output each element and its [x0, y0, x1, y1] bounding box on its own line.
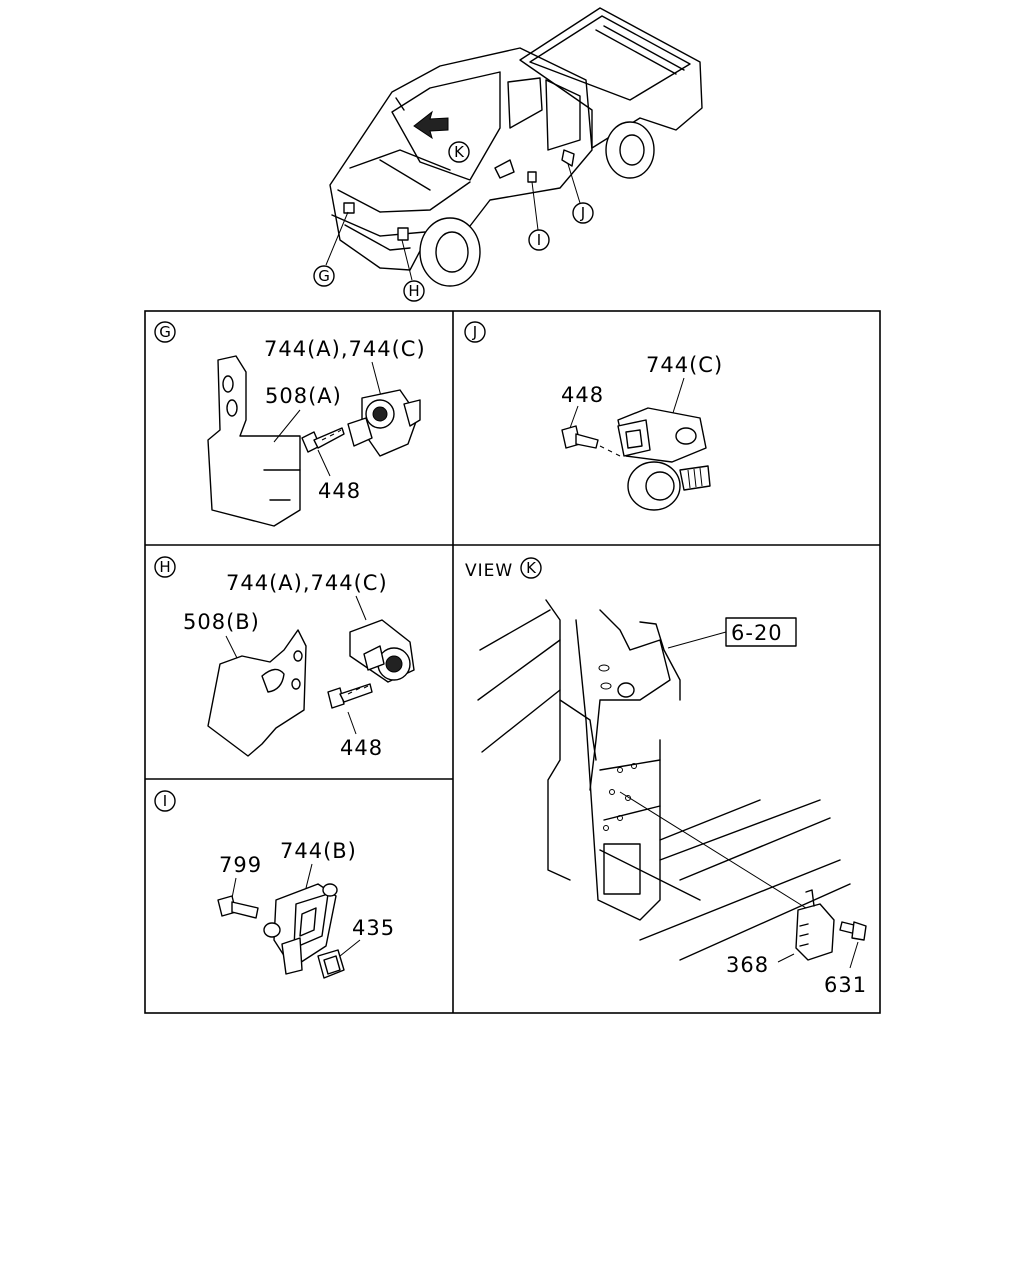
truck-overview: K G H I J [313, 7, 703, 302]
panel-k-tag: K [526, 559, 537, 577]
panel-g: G 744(A),744(C) 508(A) 448 [154, 321, 426, 527]
panel-g-label-bolt: 448 [318, 479, 361, 503]
panel-g-label-bracket: 508(A) [265, 384, 342, 408]
callout-h: H [408, 282, 419, 300]
panel-h-label-sensor: 744(A),744(C) [226, 571, 388, 595]
panel-h-tag: H [159, 558, 170, 576]
callout-i: I [537, 231, 541, 249]
panel-j-label-sensor: 744(C) [646, 353, 723, 377]
callout-j: J [580, 204, 585, 222]
callout-g: G [318, 267, 330, 285]
panel-g-tag: G [159, 323, 171, 341]
panel-grid [144, 310, 881, 1014]
panel-k-label-screw: 631 [824, 973, 867, 997]
panel-j-tag: J [472, 323, 477, 341]
panel-j-label-bolt: 448 [561, 383, 604, 407]
panel-g-label-sensor: 744(A),744(C) [264, 337, 426, 361]
panel-i-label-connector: 435 [352, 916, 395, 940]
panel-k-label-sensor: 368 [726, 953, 769, 977]
panel-h: H 744(A),744(C) 508(B) 448 [154, 556, 415, 760]
panel-h-label-bracket: 508(B) [183, 610, 260, 634]
panel-k-ref-label: 6-20 [731, 621, 783, 645]
panel-i-tag: I [163, 792, 167, 810]
panel-k: VIEW K 6-20 [465, 557, 867, 997]
callout-k: K [454, 143, 465, 161]
panel-h-label-bolt: 448 [340, 736, 383, 760]
panel-i-label-screw: 799 [219, 853, 262, 877]
panel-k-view-label: VIEW [465, 561, 513, 581]
panel-j: J 744(C) 448 [464, 321, 723, 511]
panel-i-label-sensor: 744(B) [280, 839, 357, 863]
panel-i: I 744(B) 799 435 [154, 790, 395, 979]
